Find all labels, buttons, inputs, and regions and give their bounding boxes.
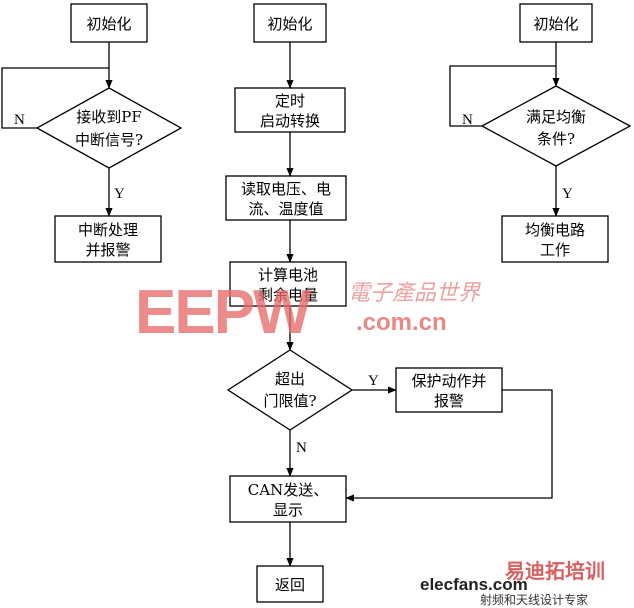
node-timer-line-1: 定时 (275, 92, 305, 110)
node-balance-work-line-2: 工作 (540, 241, 570, 259)
node-compute-line-1: 计算电池 (258, 266, 318, 284)
node-can: CAN发送、 显示 (229, 475, 347, 523)
edge-label-balance-no: N (462, 112, 473, 128)
watermark-elecfans: elecfans.com 易迪拓培训 射频和天线设计专家 (420, 559, 605, 607)
node-decision-balance-line-2: 条件? (537, 130, 575, 148)
watermark-eepw-domain: .com.cn (356, 309, 447, 336)
node-timer: 定时 启动转换 (234, 87, 346, 133)
edge-balance-no-loop (449, 65, 556, 127)
node-decision-pf-line-1: 接收到PF (76, 108, 142, 126)
watermark-eepw-logo: EEPW (135, 278, 312, 347)
edge-label-pf-yes: Y (114, 186, 125, 202)
edge-protect-to-can (345, 389, 553, 502)
node-balance-work-line-1: 均衡电路 (525, 221, 585, 239)
node-interrupt-line-1: 中断处理 (78, 221, 138, 239)
node-return-line-1: 返回 (275, 576, 305, 594)
node-protect-line-1: 保护动作并 (411, 372, 486, 390)
watermark-elecfans-cn: 易迪拓培训 (505, 559, 605, 583)
node-compute: 计算电池 剩余电量 (229, 261, 347, 307)
node-protect-line-2: 报警 (434, 392, 464, 410)
edge-label-balance-yes: Y (562, 186, 573, 202)
node-init-right: 初始化 (519, 3, 593, 43)
node-interrupt: 中断处理 并报警 (54, 215, 162, 263)
edge-pf-no-loop (1, 67, 109, 129)
node-protect: 保护动作并 报警 (395, 367, 503, 413)
node-return: 返回 (256, 565, 324, 603)
node-decision-balance-line-1: 满足均衡 (526, 108, 586, 126)
node-can-line-1: CAN发送、 (248, 481, 328, 499)
watermark-eepw: EEPW 電子產品世界 .com.cn (135, 278, 482, 347)
node-can-line-2: 显示 (273, 501, 303, 519)
node-init-mid: 初始化 (253, 3, 327, 43)
node-read-line-2: 流、温度值 (248, 200, 323, 218)
node-timer-line-2: 启动转换 (260, 112, 320, 130)
node-decision-balance: 满足均衡 条件? (480, 85, 632, 167)
node-decision-threshold: 超出 门限值? (226, 349, 354, 431)
node-compute-line-2: 剩余电量 (258, 286, 318, 304)
node-decision-threshold-line-2: 门限值? (263, 392, 316, 410)
node-read: 读取电压、电 流、温度值 (225, 175, 347, 221)
node-read-line-1: 读取电压、电 (241, 180, 331, 198)
node-balance-work: 均衡电路 工作 (501, 215, 609, 263)
node-interrupt-line-2: 并报警 (85, 241, 130, 259)
edge-label-threshold-yes: Y (368, 373, 379, 389)
edge-label-threshold-no: N (296, 440, 307, 456)
edge-label-pf-no: N (14, 112, 25, 128)
node-init-left-line-1: 初始化 (86, 15, 131, 33)
node-init-mid-line-1: 初始化 (267, 15, 312, 33)
node-init-right-line-1: 初始化 (533, 15, 578, 33)
watermark-eepw-cn: 電子產品世界 (348, 281, 482, 306)
node-init-left: 初始化 (70, 3, 148, 43)
node-decision-pf: 接收到PF 中断信号? (35, 87, 183, 169)
watermark-elecfans-site: elecfans.com (420, 575, 528, 594)
watermark-elecfans-footer: 射频和天线设计专家 (480, 592, 588, 607)
node-decision-threshold-line-1: 超出 (275, 370, 305, 388)
node-decision-pf-line-2: 中断信号? (75, 131, 143, 149)
